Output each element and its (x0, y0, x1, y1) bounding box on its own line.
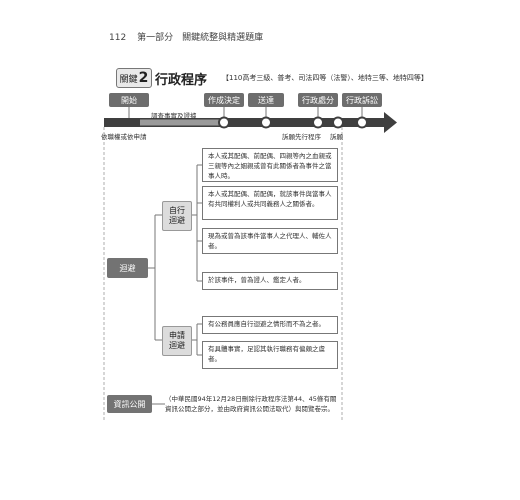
stage-decision: 作成決定 (204, 93, 244, 107)
sub-apply-recusal: 申請 迴避 (162, 326, 192, 356)
label-prior-procedure: 訴願先行程序 (282, 133, 321, 141)
label-appeal: 訴願 (330, 133, 343, 141)
note-self-1: 本人或其配偶、前配偶、四親等內之血親或三親等內之姻親或曾有此關係者為事件之當事人… (202, 148, 338, 182)
node-appeal (332, 116, 344, 129)
investigate-label: 調查事實及證據 (151, 112, 197, 120)
node-litigation (356, 116, 368, 129)
investigation-segment (140, 119, 222, 126)
category-info-disclosure: 資訊公開 (107, 395, 152, 413)
timeline-arrow (384, 112, 397, 133)
key-label: 關鍵 (119, 74, 138, 85)
sub-self-recusal: 自行 迴避 (162, 201, 192, 231)
page-number: 112 (109, 33, 127, 43)
stage-disposition: 行政處分 (298, 93, 338, 107)
note-self-4: 於該事件，曾為證人、鑑定人者。 (202, 272, 338, 290)
key-number: 2 (138, 70, 149, 86)
page-subtitle: 【110高考三級、普考、司法四等（法警）、地特三等、地特四等】 (222, 74, 428, 82)
timeline-band (104, 118, 384, 127)
key-badge: 關鍵 2 (116, 68, 152, 88)
category-recusal: 迴避 (107, 258, 148, 278)
page-title: 行政程序 (155, 73, 208, 88)
note-self-2: 本人或其配偶、前配偶，就該事件與當事人有共同權利人或共同義務人之關係者。 (202, 186, 338, 220)
stage-start: 開始 (109, 93, 149, 107)
stage-delivery: 送達 (248, 93, 284, 107)
note-self-3: 現為或曾為該事件當事人之代理人、輔佐人者。 (202, 228, 338, 254)
stage-litigation: 行政訴訟 (342, 93, 382, 107)
section-title: 第一部分 關鍵統整與精選題庫 (137, 33, 264, 43)
note-apply-2: 有具體事實，足認其執行職務有偏頗之虞者。 (202, 341, 338, 369)
label-start: 依職權或依申請 (101, 133, 147, 141)
info-disclosure-text: （中華民國94年12月28日刪除行政程序法第44、45條有關資訊公開之部分，並由… (165, 395, 337, 413)
node-disposition (312, 116, 324, 129)
page-header: 112 第一部分 關鍵統整與精選題庫 (109, 30, 263, 43)
node-delivery (260, 116, 272, 129)
note-apply-1: 有公務員應自行迴避之情形而不為之者。 (202, 316, 338, 334)
node-decision (218, 116, 230, 129)
